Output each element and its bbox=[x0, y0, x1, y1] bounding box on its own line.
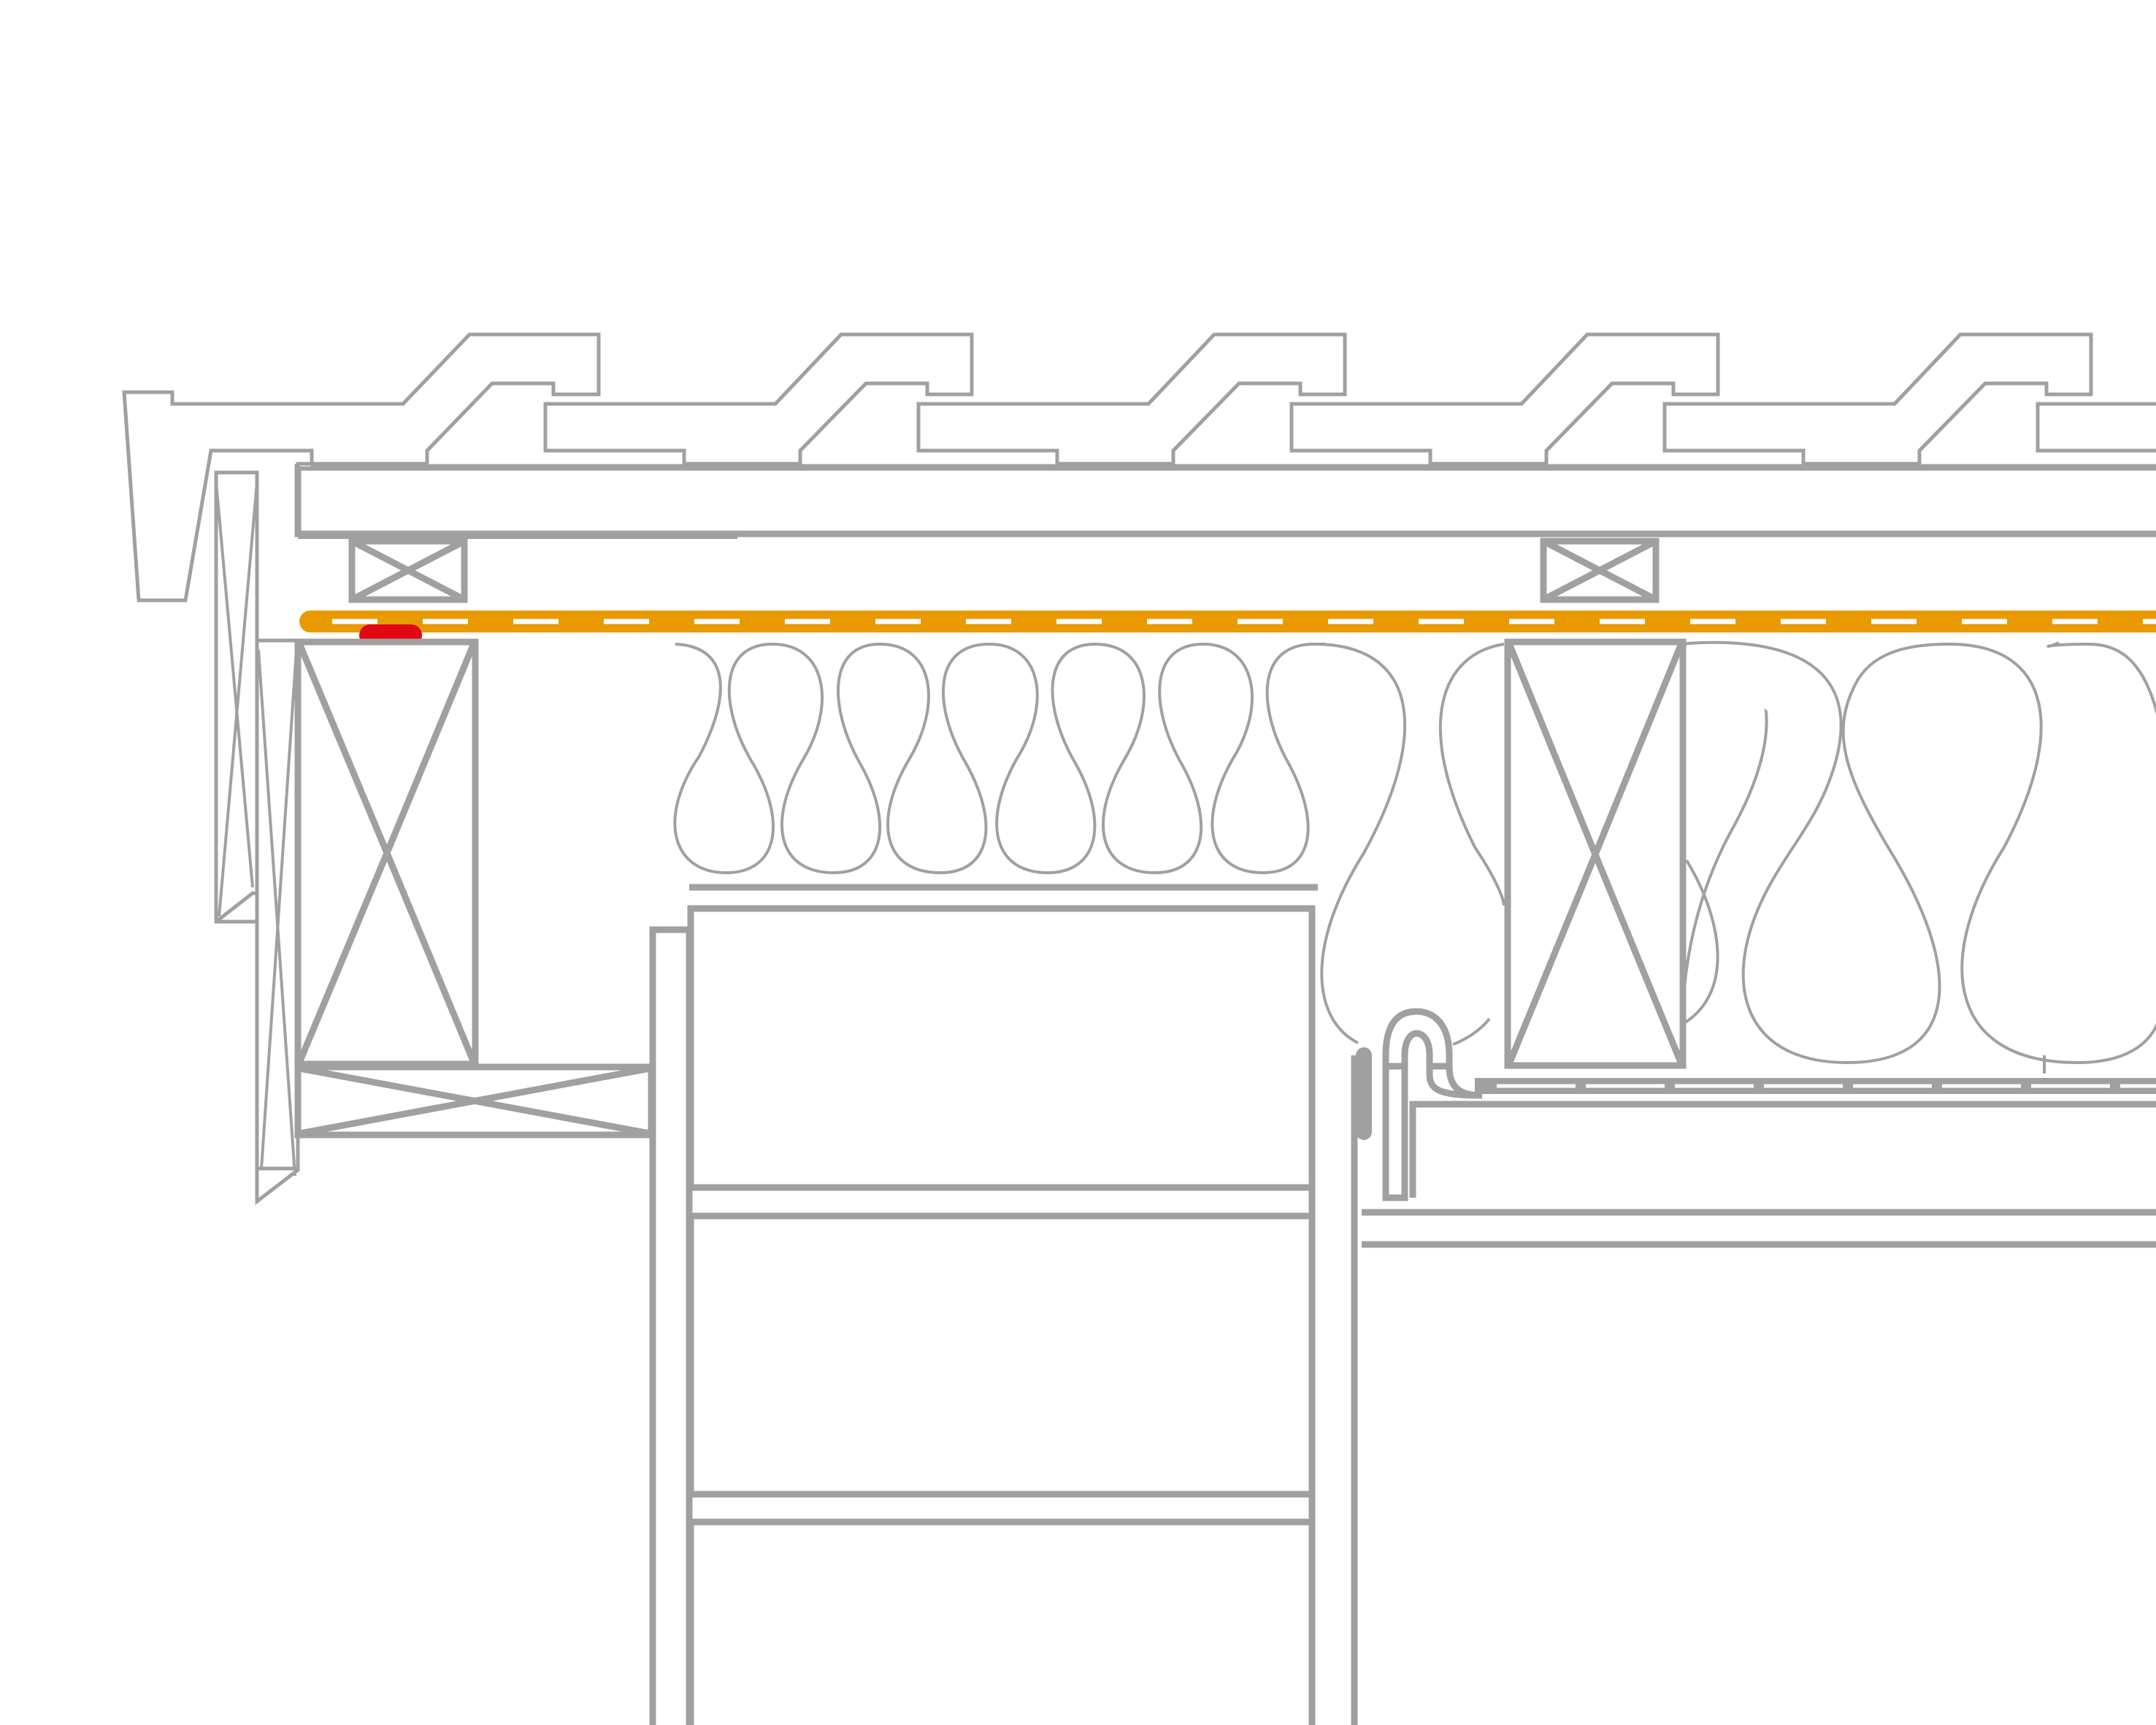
roof-tile-4 bbox=[1289, 332, 1720, 466]
counter-batten-right bbox=[1540, 538, 1660, 603]
window-frame bbox=[649, 884, 1358, 1725]
roof-tile-2 bbox=[543, 332, 974, 466]
roof-tile-5 bbox=[1662, 332, 2093, 466]
roof-tile-1 bbox=[122, 332, 601, 603]
window-connection-tape bbox=[1356, 1008, 1483, 1201]
counter-batten-left bbox=[348, 538, 468, 603]
rafter-right bbox=[1504, 638, 1687, 1069]
insulation-left-bay bbox=[673, 642, 1325, 875]
roof-tiles bbox=[122, 332, 2156, 603]
insulation-right-bay bbox=[1313, 640, 2156, 1065]
roof-tile-6 bbox=[2036, 402, 2156, 453]
interior-lining bbox=[1362, 1055, 2156, 1248]
roof-tile-3 bbox=[916, 332, 1347, 466]
rafter-left bbox=[294, 638, 479, 1068]
wall-plate bbox=[294, 1063, 655, 1139]
roof-board bbox=[294, 464, 2156, 538]
